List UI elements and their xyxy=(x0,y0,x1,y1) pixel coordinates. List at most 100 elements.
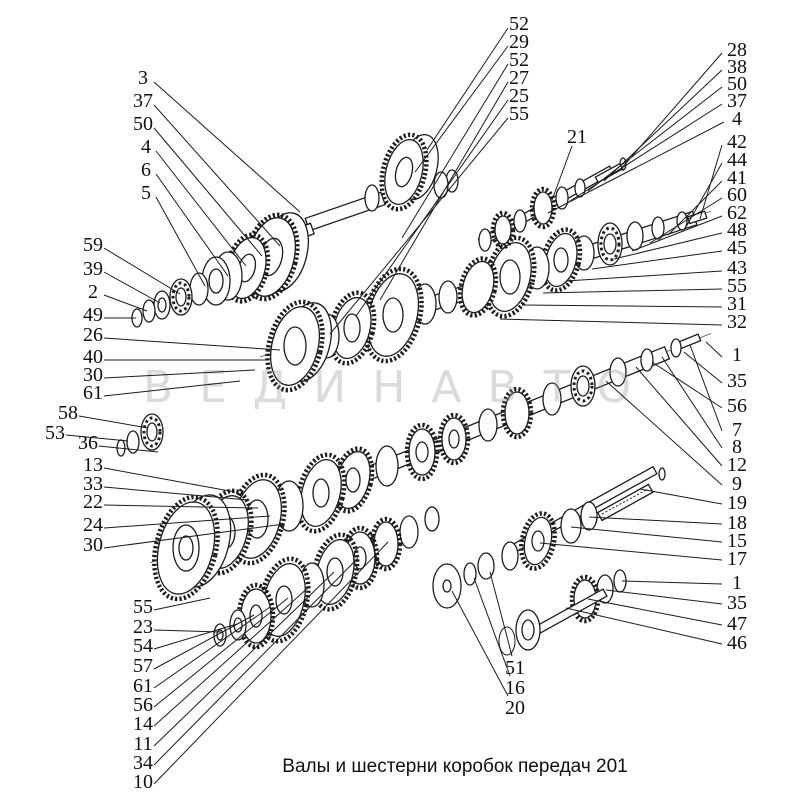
callout-line-15 xyxy=(570,526,723,543)
callout-15: 15 xyxy=(727,530,747,552)
callout-line-47 xyxy=(587,598,723,626)
callout-line-54 xyxy=(153,623,238,650)
callout-32: 32 xyxy=(727,311,747,333)
callout-53: 53 xyxy=(45,422,65,444)
watermark-text: ВЕДИНАВТО xyxy=(143,362,657,413)
callout-62: 62 xyxy=(727,202,747,224)
callout-39: 39 xyxy=(83,258,103,280)
callout-line-20 xyxy=(451,590,509,697)
callout-23: 23 xyxy=(133,616,153,638)
callout-10: 10 xyxy=(133,771,153,793)
callout-4: 4 xyxy=(141,136,151,158)
callout-24: 24 xyxy=(83,514,103,536)
callout-line-33 xyxy=(103,486,249,501)
callout-17: 17 xyxy=(727,548,747,570)
callout-line-6 xyxy=(155,173,229,277)
callout-2: 2 xyxy=(88,281,98,303)
callout-line-14 xyxy=(153,585,311,727)
callout-line-29 xyxy=(414,45,509,173)
callout-37: 37 xyxy=(727,90,747,112)
callout-line-43 xyxy=(565,270,723,282)
callout-line-52 xyxy=(401,63,509,239)
callout-43: 43 xyxy=(727,257,747,279)
callout-line-55 xyxy=(153,597,211,611)
callout-22: 22 xyxy=(83,491,103,513)
callout-line-13 xyxy=(103,467,236,493)
callout-line-61 xyxy=(103,380,241,397)
diagram-title: Валы и шестерни коробок передач 201 xyxy=(282,756,627,777)
callout-42: 42 xyxy=(727,131,747,153)
callout-line-61 xyxy=(153,606,271,689)
main-shaft xyxy=(265,210,708,393)
callout-27: 27 xyxy=(509,67,529,89)
callout-line-7 xyxy=(689,344,723,432)
callout-4: 4 xyxy=(732,108,742,130)
callout-35: 35 xyxy=(727,370,747,392)
callout-57: 57 xyxy=(133,655,153,677)
callout-40: 40 xyxy=(83,346,103,368)
callout-48: 48 xyxy=(727,219,747,241)
callout-29: 29 xyxy=(509,31,529,53)
callout-35: 35 xyxy=(727,592,747,614)
callout-line-46 xyxy=(565,607,723,645)
callout-line-50 xyxy=(587,86,723,192)
callout-line-2 xyxy=(103,294,148,312)
countershaft xyxy=(152,333,702,602)
callout-14: 14 xyxy=(133,713,153,735)
callout-line-30 xyxy=(103,523,285,549)
callout-51: 51 xyxy=(505,657,525,679)
callout-19: 19 xyxy=(727,492,747,514)
callout-34: 34 xyxy=(133,752,153,774)
callout-55: 55 xyxy=(509,103,529,125)
callout-line-35 xyxy=(605,589,723,605)
callout-7: 7 xyxy=(732,419,742,441)
callout-layer: 5229522725552128385037442444160624845435… xyxy=(45,13,747,793)
callout-18: 18 xyxy=(727,512,747,534)
callout-61: 61 xyxy=(133,675,153,697)
callout-6: 6 xyxy=(141,159,151,181)
callout-line-4 xyxy=(547,121,725,214)
callout-61: 61 xyxy=(83,382,103,404)
callout-21: 21 xyxy=(567,126,587,148)
drawing-parts xyxy=(116,132,716,656)
reverse-idler-shaft xyxy=(477,157,627,252)
lower-gear-train xyxy=(213,506,440,650)
reverse-gear-shaft xyxy=(501,465,666,571)
callout-5: 5 xyxy=(141,182,151,204)
callout-line-10 xyxy=(153,541,389,785)
callout-line-32 xyxy=(499,318,723,326)
callout-line-1 xyxy=(705,341,723,358)
callout-line-24 xyxy=(103,515,271,529)
callout-50: 50 xyxy=(133,113,153,135)
callout-58: 58 xyxy=(58,402,78,424)
callout-60: 60 xyxy=(727,184,747,206)
callout-line-30 xyxy=(103,369,256,379)
callout-line-52 xyxy=(426,27,509,151)
callout-line-17 xyxy=(539,542,723,561)
callout-31: 31 xyxy=(727,293,747,315)
callout-44: 44 xyxy=(727,149,747,171)
callout-line-4 xyxy=(155,150,247,267)
callout-52: 52 xyxy=(509,49,529,71)
callout-37: 37 xyxy=(133,90,153,112)
callout-line-34 xyxy=(153,557,359,766)
callout-line-31 xyxy=(521,304,723,308)
left-bearing-cluster xyxy=(116,413,164,457)
callout-line-53 xyxy=(65,434,129,442)
callout-line-19 xyxy=(639,488,723,505)
callout-line-9 xyxy=(605,380,723,486)
callout-28: 28 xyxy=(727,39,747,61)
bottom-short-shaft xyxy=(498,569,627,656)
callout-56: 56 xyxy=(133,694,153,716)
callout-line-22 xyxy=(103,504,259,509)
callout-41: 41 xyxy=(727,167,747,189)
callout-line-36 xyxy=(98,445,159,453)
callout-33: 33 xyxy=(83,473,103,495)
callout-30: 30 xyxy=(83,364,103,386)
callout-38: 38 xyxy=(727,56,747,78)
callout-16: 16 xyxy=(505,677,525,699)
callout-line-37 xyxy=(569,103,723,202)
callout-56: 56 xyxy=(727,395,747,417)
callout-25: 25 xyxy=(509,85,529,107)
